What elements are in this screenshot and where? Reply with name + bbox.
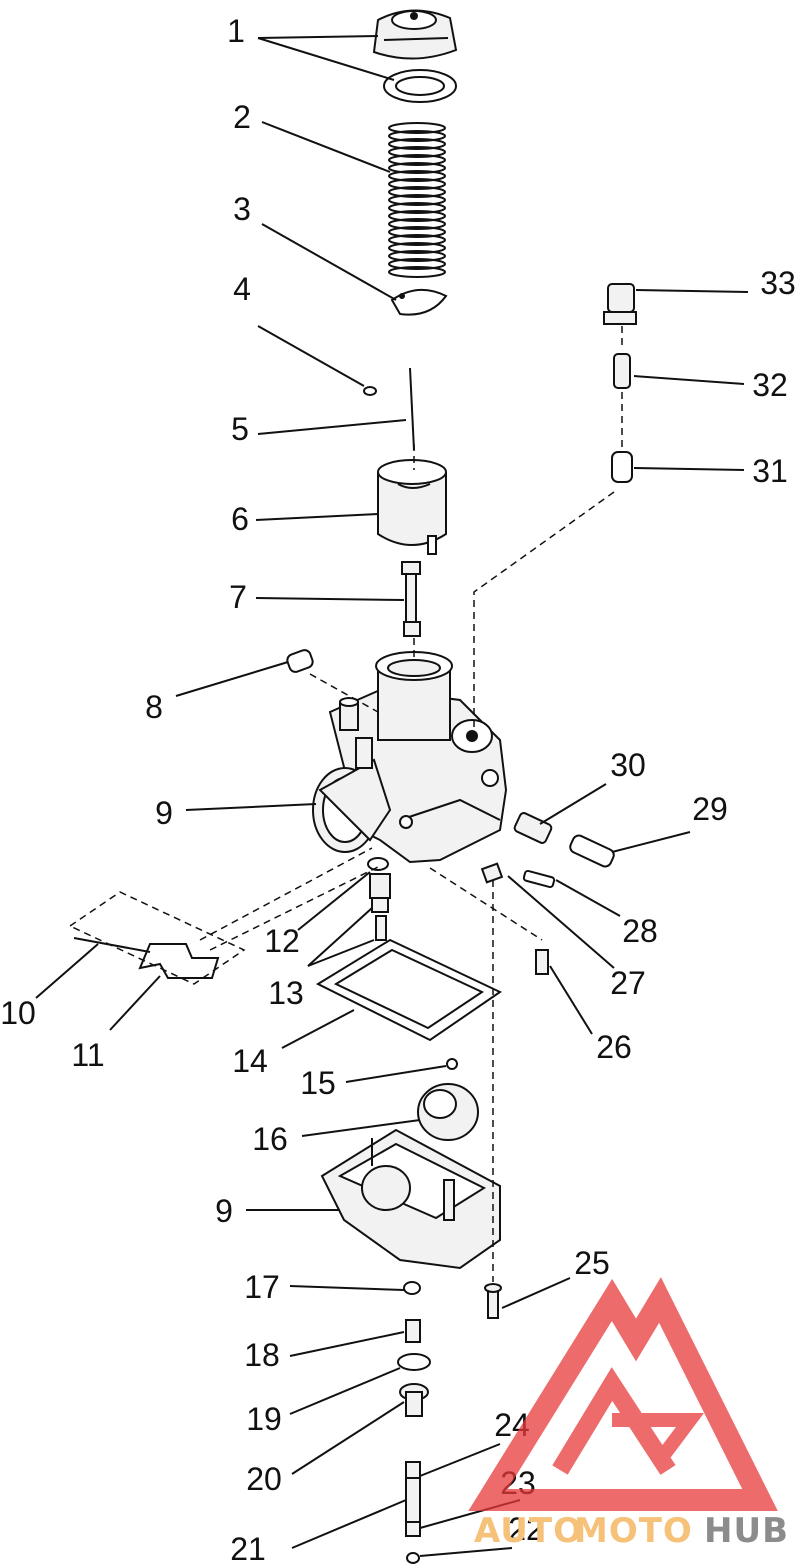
part-jet-washer: [367, 857, 389, 871]
callout-13: 13: [268, 975, 304, 1011]
callout-3: 3: [233, 191, 251, 227]
part-plate: [390, 289, 448, 316]
spring-coil: [388, 202, 446, 214]
part-needle-jet: [401, 561, 421, 637]
part-screw-tip: [406, 1552, 420, 1564]
spring-coil: [388, 170, 446, 182]
spring-coil: [388, 122, 446, 134]
part-cap: [372, 9, 458, 60]
spring-coil: [388, 218, 446, 230]
part-drain-plug: [399, 1383, 429, 1417]
spring-coil: [388, 210, 446, 222]
watermark-moto: MOTO: [574, 1511, 693, 1551]
part-slide: [377, 459, 447, 555]
callout-33: 33: [760, 265, 796, 301]
part-drain-washer: [403, 1281, 421, 1295]
callout-12: 12: [264, 923, 300, 959]
callout-22: 22: [508, 1511, 544, 1547]
spring-coil: [388, 162, 446, 174]
callout-6: 6: [231, 501, 249, 537]
part-spring: [388, 120, 446, 280]
callout-19: 19: [246, 1401, 282, 1437]
spring-coil: [388, 186, 446, 198]
part-air-screw: [405, 1461, 421, 1537]
callout-9: 9: [155, 795, 173, 831]
part-bowl-screw: [484, 1283, 502, 1319]
callout-11: 11: [71, 1037, 104, 1073]
spring-coil: [388, 226, 446, 238]
part-pilot-spring: [480, 862, 504, 884]
part-choke-spring: [613, 353, 631, 389]
part-gasket: [315, 938, 503, 1042]
spring-coil: [388, 130, 446, 142]
callout-31: 31: [752, 453, 788, 489]
callout-30: 30: [610, 747, 646, 783]
part-idle-spring: [513, 812, 553, 844]
callout-26: 26: [596, 1029, 632, 1065]
watermark-hub: HUB: [704, 1511, 789, 1551]
part-needle: [409, 367, 415, 451]
callout-7: 7: [229, 579, 247, 615]
spring-coil: [388, 266, 446, 278]
part-o-ring: [397, 1353, 431, 1371]
part-carburetor-body: [312, 651, 508, 864]
part-washer: [383, 69, 457, 103]
callout-20: 20: [246, 1461, 282, 1497]
part-jets: [369, 873, 391, 941]
callout-14: 14: [232, 1043, 268, 1079]
callout-1: 1: [227, 13, 245, 49]
watermark-text: AUTO MOTO HUB: [474, 1511, 789, 1551]
part-screen: [68, 891, 246, 985]
callout-18: 18: [244, 1337, 280, 1373]
part-idle-screw: [569, 834, 615, 868]
callout-29: 29: [692, 791, 728, 827]
callout-9-bowl: 9: [215, 1193, 233, 1229]
spring-coil: [388, 258, 446, 270]
spring-coil: [388, 250, 446, 262]
spring-coil: [388, 242, 446, 254]
callout-2: 2: [233, 99, 251, 135]
part-choke-nut: [603, 283, 637, 325]
callout-28: 28: [622, 913, 658, 949]
callout-16: 16: [252, 1121, 288, 1157]
spring-coil: [388, 194, 446, 206]
part-plug: [286, 649, 314, 673]
spring-coil: [388, 154, 446, 166]
part-fitting: [535, 949, 549, 975]
callout-32: 32: [752, 367, 788, 403]
part-clip: [363, 386, 377, 396]
callout-15: 15: [300, 1065, 336, 1101]
callout-21: 21: [230, 1531, 266, 1567]
spring-coil: [388, 234, 446, 246]
part-pilot-screw: [522, 869, 556, 889]
watermark-auto: AUTO: [474, 1511, 583, 1551]
spring-coil: [388, 178, 446, 190]
callout-numbers: 1 2 3 4 5 6 7 8 9 9 10 11 12 13 14 15 16…: [0, 13, 796, 1567]
part-float: [417, 1083, 479, 1141]
callout-10: 10: [0, 995, 36, 1031]
part-main-jet: [405, 1319, 421, 1343]
callout-27: 27: [610, 965, 646, 1001]
watermark-logo: [468, 1277, 778, 1511]
callout-8: 8: [145, 689, 163, 725]
callout-5: 5: [231, 411, 249, 447]
callout-25: 25: [574, 1245, 610, 1281]
spring-coil: [388, 138, 446, 150]
callout-4: 4: [233, 271, 251, 307]
spring-coil: [388, 146, 446, 158]
callout-17: 17: [244, 1269, 280, 1305]
part-choke-plunger: [611, 451, 633, 483]
part-ball: [446, 1058, 458, 1070]
part-float-bowl: [320, 1128, 501, 1270]
